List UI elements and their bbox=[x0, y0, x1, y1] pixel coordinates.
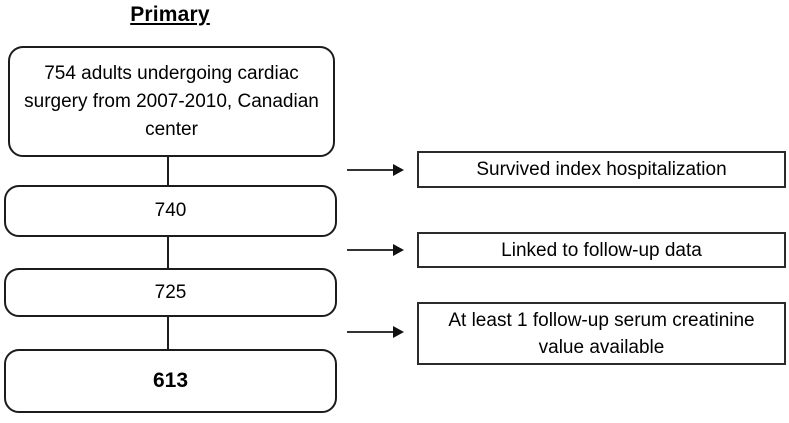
flow-box-label: 725 bbox=[154, 281, 187, 303]
arrow-shaft bbox=[347, 249, 394, 251]
arrow-shaft bbox=[347, 169, 394, 171]
criteria-label: At least 1 follow-up serum creatinine va… bbox=[448, 309, 755, 358]
arrow-shaft bbox=[347, 331, 394, 333]
flow-box-count-740: 740 bbox=[4, 185, 337, 237]
flow-box-label: 740 bbox=[154, 200, 187, 221]
connector-line bbox=[167, 237, 169, 268]
flow-box-count-725: 725 bbox=[4, 268, 337, 317]
flow-box-cohort-source: 754 adults undergoing cardiac surgery fr… bbox=[8, 46, 335, 157]
criteria-box-creatinine: At least 1 follow-up serum creatinine va… bbox=[417, 302, 786, 365]
arrow-head bbox=[393, 164, 404, 176]
criteria-label: Linked to follow-up data bbox=[501, 239, 702, 261]
arrow-head bbox=[393, 244, 404, 256]
arrow-head bbox=[393, 326, 404, 338]
flow-box-label: 754 adults undergoing cardiac surgery fr… bbox=[24, 62, 319, 140]
arrow-right-icon bbox=[347, 163, 404, 177]
arrow-right-icon bbox=[347, 325, 404, 339]
criteria-label: Survived index hospitalization bbox=[476, 159, 727, 180]
criteria-box-linked: Linked to follow-up data bbox=[417, 232, 786, 268]
arrow-right-icon bbox=[347, 243, 404, 257]
criteria-box-survived: Survived index hospitalization bbox=[417, 151, 786, 188]
flow-box-count-613: 613 bbox=[4, 349, 337, 413]
connector-line bbox=[167, 317, 169, 349]
flow-box-label: 613 bbox=[152, 369, 189, 392]
diagram-title: Primary bbox=[130, 3, 210, 26]
connector-line bbox=[167, 157, 169, 185]
